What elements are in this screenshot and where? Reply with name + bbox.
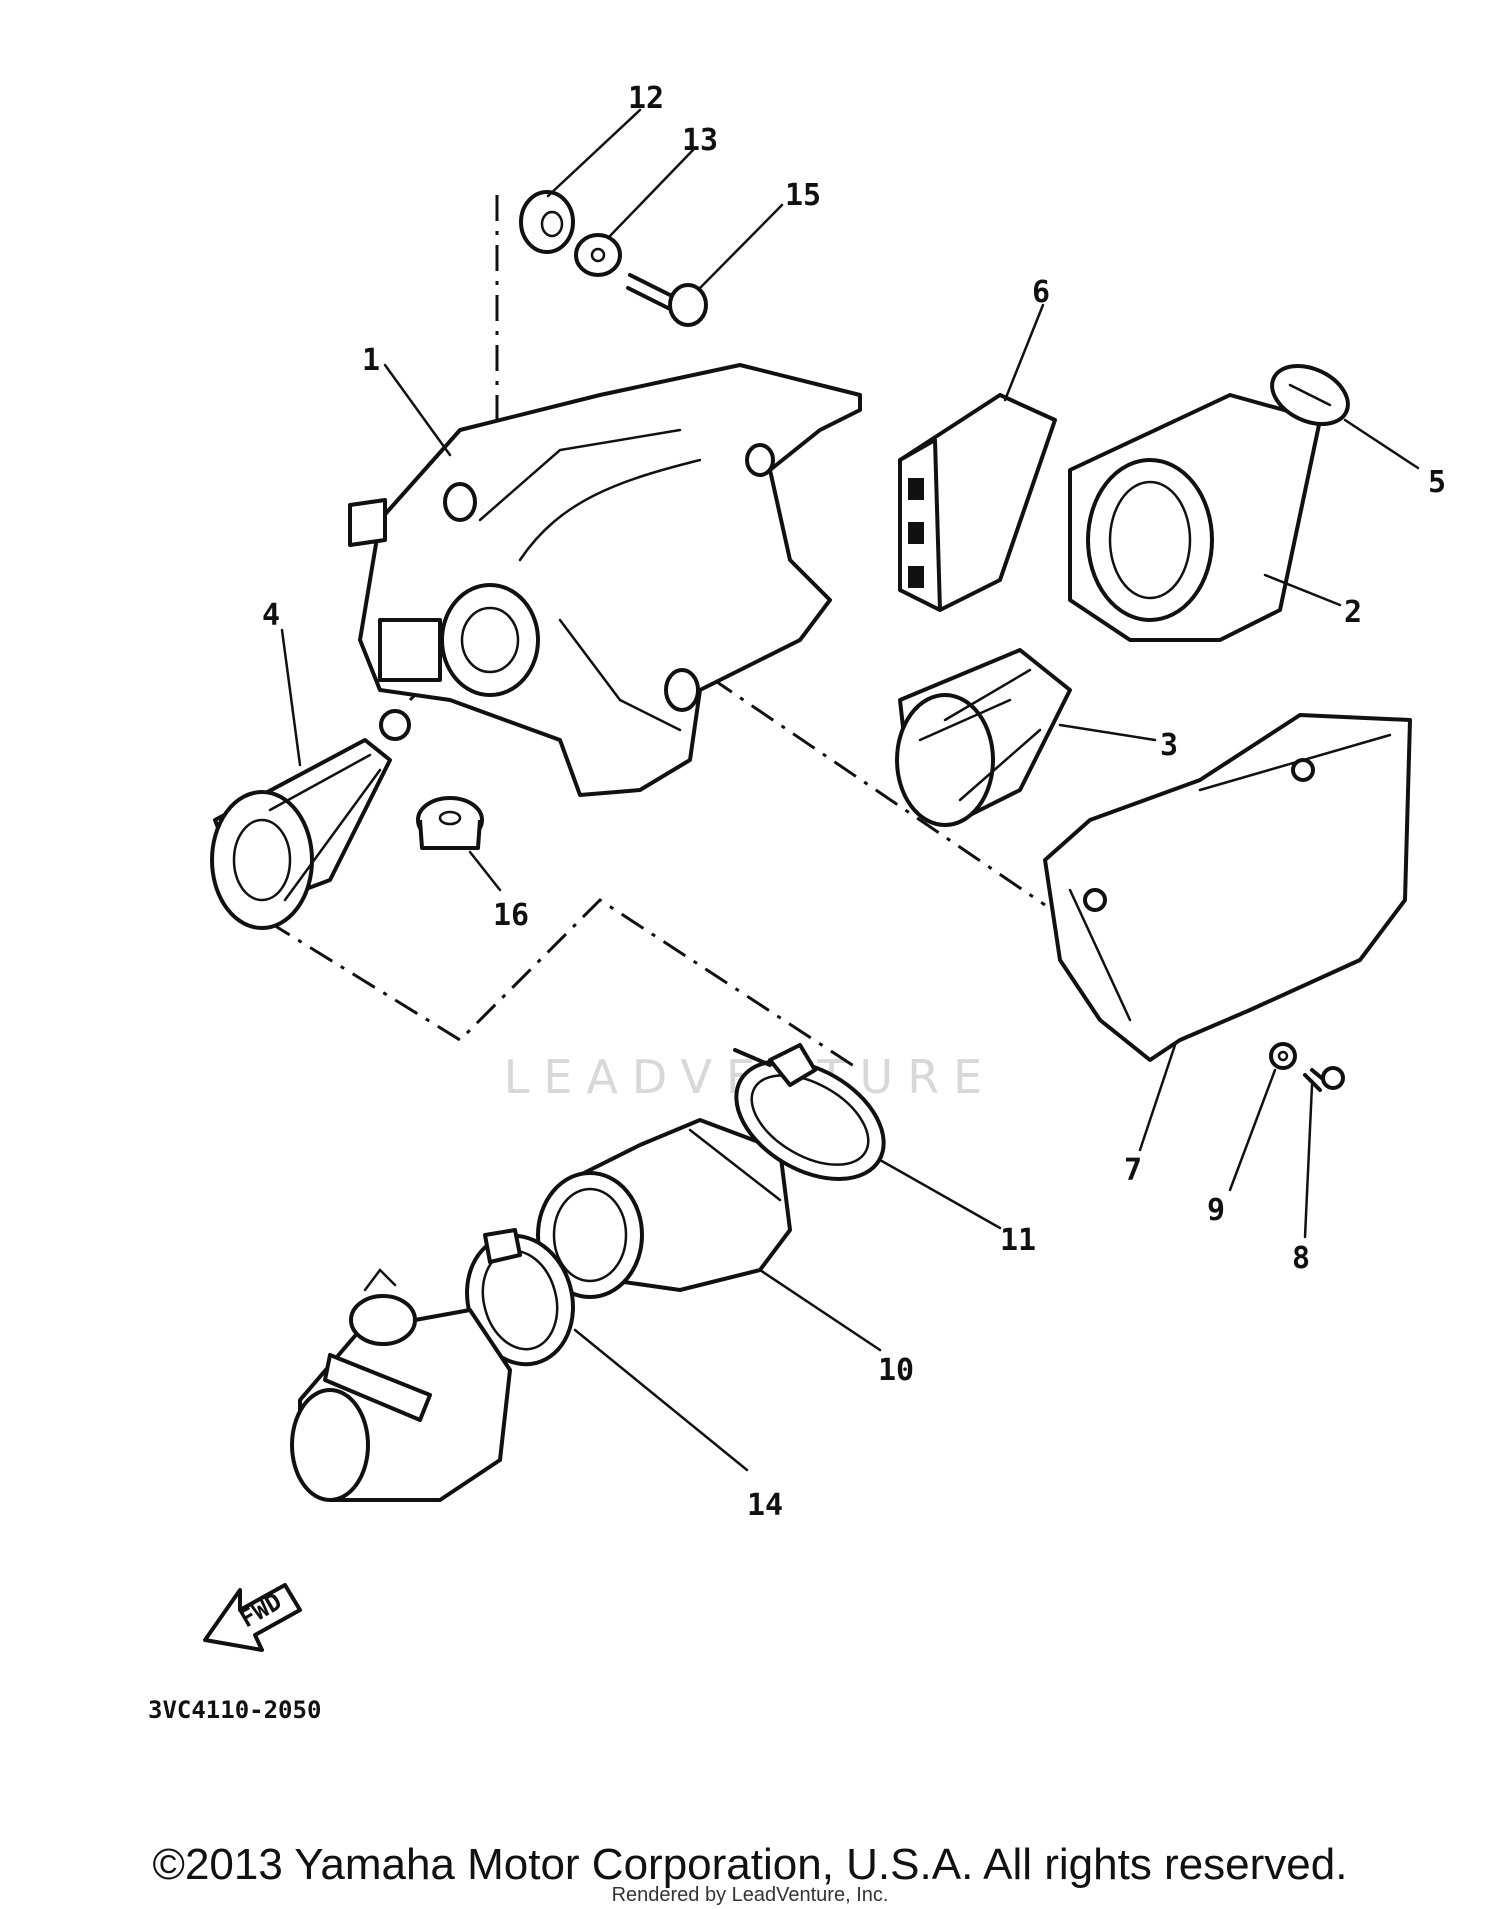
element-guide-part-3	[895, 648, 1072, 827]
screw-part-8	[1303, 1066, 1345, 1092]
callout-2: 2	[1344, 595, 1362, 630]
damper-part-16	[416, 796, 484, 850]
callout-6: 6	[1032, 275, 1050, 310]
leader-lines	[280, 108, 1420, 1472]
callout-4: 4	[262, 598, 280, 633]
callout-11: 11	[1000, 1223, 1036, 1258]
bolt-part-15	[626, 273, 708, 327]
callouts: 1 2 3 4 5 6 7 8 9 10 11 12 13 14 15 16	[262, 81, 1446, 1523]
washer-part-9	[1269, 1042, 1297, 1070]
screen-part-6	[898, 393, 1057, 612]
diagram-part-code: 3VC4110-2050	[148, 1696, 321, 1724]
filter-element-part-2	[1068, 393, 1322, 642]
joint-part-10	[536, 1118, 792, 1299]
cap-part-5	[1270, 363, 1350, 427]
callout-7: 7	[1124, 1153, 1142, 1188]
callout-13: 13	[682, 123, 718, 158]
callout-8: 8	[1292, 1241, 1310, 1276]
callout-3: 3	[1160, 728, 1178, 763]
callout-1: 1	[362, 343, 380, 378]
copyright-notice: ©2013 Yamaha Motor Corporation, U.S.A. A…	[152, 1840, 1348, 1889]
callout-12: 12	[628, 81, 664, 116]
rendered-by-credit: Rendered by LeadVenture, Inc.	[611, 1884, 889, 1906]
callout-5: 5	[1428, 465, 1446, 500]
carburetor	[290, 1268, 512, 1502]
callout-14: 14	[747, 1488, 783, 1523]
forward-arrow-icon: FWD	[203, 1583, 302, 1652]
callout-16: 16	[493, 898, 529, 933]
callout-15: 15	[785, 178, 821, 213]
element-guide-part-4	[210, 709, 411, 930]
callout-9: 9	[1207, 1193, 1225, 1228]
cover-part-7	[1043, 713, 1412, 1062]
callout-10: 10	[878, 1353, 914, 1388]
collar-part-13	[574, 233, 622, 277]
grommet-part-12	[519, 190, 575, 254]
air-filter-case-part-1	[348, 363, 862, 797]
